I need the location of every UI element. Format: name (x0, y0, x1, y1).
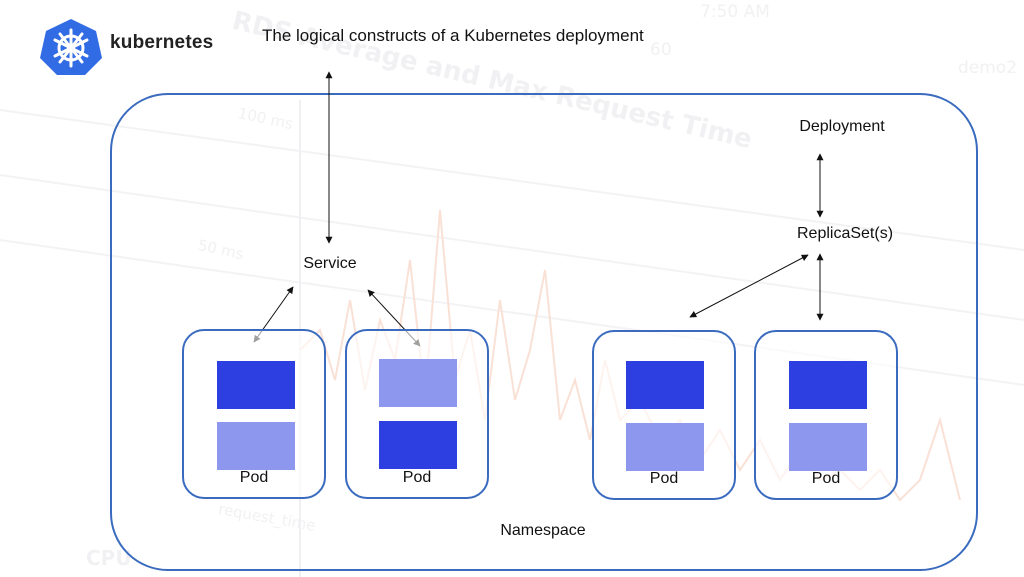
brand-name: kubernetes (110, 32, 214, 53)
kubernetes-logo (40, 18, 102, 76)
namespace-container (110, 93, 978, 571)
diagram-title: The logical constructs of a Kubernetes d… (262, 26, 644, 45)
pod-1-label: Pod (239, 469, 269, 486)
pod-3-label: Pod (649, 470, 679, 487)
pod-2-label: Pod (402, 469, 432, 486)
pod-2-container-top (379, 359, 457, 407)
replicaset-label: ReplicaSet(s) (796, 225, 894, 242)
pod-3-container-top (626, 361, 704, 409)
pod-3: Pod (592, 330, 736, 500)
arrow-replicaset-to-pod-3 (689, 254, 809, 318)
pod-2-container-bottom (379, 421, 457, 469)
pod-1-container-bottom (217, 422, 295, 470)
pod-4: Pod (754, 330, 898, 500)
pod-4-container-top (789, 361, 867, 409)
service-label: Service (303, 255, 357, 272)
pod-4-container-bottom (789, 423, 867, 471)
pod-1: Pod (182, 329, 326, 499)
deployment-label: Deployment (799, 118, 885, 135)
pod-3-container-bottom (626, 423, 704, 471)
watermark-counter: 60 (650, 40, 672, 60)
pod-4-label: Pod (811, 470, 841, 487)
namespace-label: Namespace (500, 522, 586, 539)
watermark-time: 7:50 AM (700, 2, 770, 22)
pod-1-container-top (217, 361, 295, 409)
pod-2: Pod (345, 329, 489, 499)
watermark-corner-right: demo2 (958, 58, 1018, 78)
